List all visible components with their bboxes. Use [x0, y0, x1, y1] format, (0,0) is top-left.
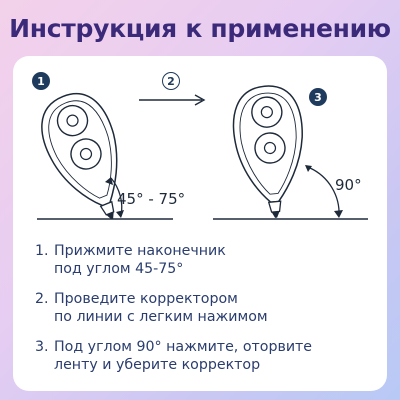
step-number: 2.: [35, 291, 49, 307]
angle-label-45-75: 45° - 75°: [117, 190, 186, 208]
step-marker-3: 3: [309, 88, 327, 106]
angle-label-90: 90°: [335, 176, 362, 194]
step-number: 3.: [35, 339, 49, 355]
instruction-card: 1 2 3 45° - 75° 90° 1. Прижмите наконечн…: [13, 56, 387, 391]
step-marker-1: 1: [32, 72, 50, 90]
instruction-list: 1. Прижмите наконечник под углом 45-75° …: [35, 242, 375, 386]
corrector-vertical-icon: [232, 85, 303, 218]
step-text-line: под углом 45-75°: [54, 261, 184, 277]
instruction-step-1: 1. Прижмите наконечник под углом 45-75°: [35, 242, 375, 278]
step-marker-2: 2: [162, 72, 180, 90]
usage-diagram: [37, 85, 368, 220]
step-text-line: Прижмите наконечник: [54, 243, 226, 259]
step-text-line: по линии с легким нажимом: [54, 309, 268, 325]
instruction-step-2: 2. Проведите корректором по линии с легк…: [35, 290, 375, 326]
step-text-line: Под углом 90° нажмите, оторвите: [54, 339, 313, 355]
instruction-step-3: 3. Под углом 90° нажмите, оторвите ленту…: [35, 338, 375, 374]
step-number: 1.: [35, 243, 49, 259]
angle-arc-3: [309, 167, 340, 217]
step-text-line: Проведите корректором: [54, 291, 238, 307]
step-text-line: ленту и уберите корректор: [54, 357, 261, 373]
corrector-tilted-icon: [41, 92, 118, 220]
page-title: Инструкция к применению: [9, 13, 391, 43]
